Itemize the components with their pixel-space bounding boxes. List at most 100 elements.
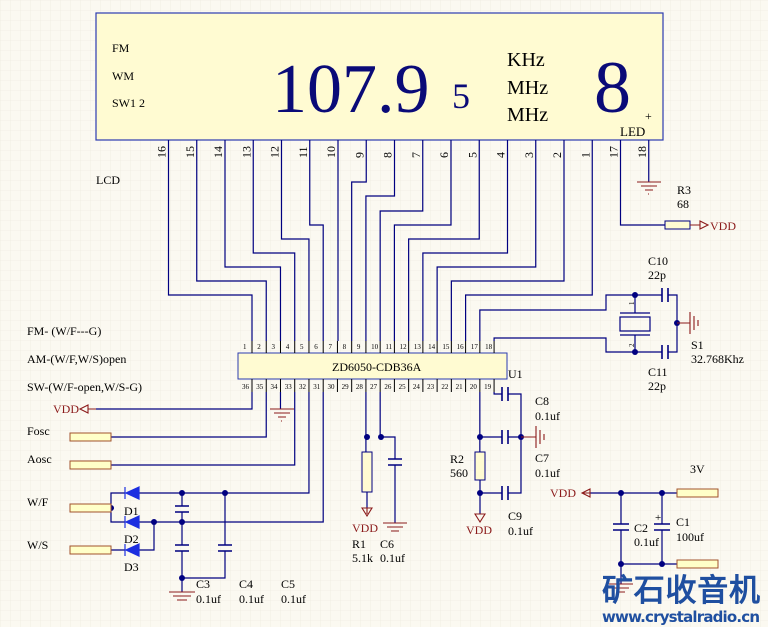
- junction: [477, 434, 483, 440]
- crystal-s1: 1 2: [619, 301, 651, 347]
- lcd-pin-label: 13: [239, 146, 253, 158]
- chip-pin-label: 12: [400, 343, 408, 351]
- chip-pin-label: 1: [243, 343, 247, 351]
- wire: [167, 140, 253, 341]
- chip-pin-label: 10: [371, 343, 379, 351]
- wires: [96, 140, 680, 593]
- lcd-mode-sw: SW1 2: [112, 96, 145, 110]
- wf-connector[interactable]: [69, 503, 112, 513]
- ground-c7: [521, 426, 545, 448]
- chip-pin-label: 22: [441, 383, 449, 391]
- wire: [110, 492, 155, 551]
- resistor-r3: [664, 220, 691, 230]
- ground-c6: [383, 522, 407, 532]
- aosc-connector[interactable]: [69, 460, 112, 470]
- chip-body: [237, 352, 508, 380]
- ground-led: [637, 181, 661, 195]
- wire: [450, 140, 565, 341]
- d2-ref: D2: [124, 532, 139, 546]
- c9-value: 0.1uf: [508, 524, 533, 538]
- r1-value: 5.1k: [352, 551, 373, 565]
- junction: [618, 490, 624, 496]
- capacitor-c10-c11: [661, 288, 669, 359]
- wire: [479, 392, 522, 514]
- wire: [479, 294, 662, 341]
- chip-pin-label: 35: [256, 383, 264, 391]
- wire: [493, 392, 502, 395]
- note-fm: FM- (W/F---G): [27, 324, 101, 338]
- resistor-r2: [474, 451, 486, 481]
- vdd-label-power: VDD: [550, 486, 576, 500]
- wire: [619, 140, 665, 226]
- lcd-pin-label: 2: [550, 152, 564, 158]
- wire: [111, 392, 267, 438]
- junction: [179, 575, 185, 581]
- ws-connector[interactable]: [69, 545, 112, 555]
- wire: [379, 392, 396, 523]
- chip-pin-label: 19: [484, 383, 492, 391]
- c10-value: 22p: [648, 268, 666, 282]
- lcd-mode-fm: FM: [112, 41, 130, 55]
- c8-value: 0.1uf: [535, 409, 560, 423]
- chip-pin-label: 6: [314, 343, 318, 351]
- junction: [179, 490, 185, 496]
- wire: [181, 493, 226, 579]
- wire: [96, 392, 253, 410]
- lcd-designator: LCD: [96, 173, 120, 187]
- r3-value: 68: [677, 197, 689, 211]
- wire: [393, 140, 452, 341]
- wf-label: W/F: [27, 495, 49, 509]
- power-connector-positive[interactable]: [676, 488, 719, 498]
- c4-ref: C4: [239, 577, 253, 591]
- junction: [632, 349, 638, 355]
- chip-pin-label: 21: [456, 383, 464, 391]
- wire: [224, 140, 282, 341]
- junction: [151, 519, 157, 525]
- chip-pin-label: 27: [370, 383, 378, 391]
- power-connector-negative[interactable]: [676, 559, 719, 569]
- chip-pin-label: 9: [357, 343, 361, 351]
- c7-value: 0.1uf: [535, 466, 560, 480]
- wire: [139, 392, 324, 523]
- wire: [309, 140, 324, 341]
- lcd-frequency: 107.9: [272, 51, 430, 128]
- chip-pin-label: 18: [485, 343, 493, 351]
- fosc-connector[interactable]: [69, 432, 112, 442]
- wire: [280, 140, 310, 341]
- chip-pin-label: 29: [342, 383, 350, 391]
- vdd-label-r2: VDD: [466, 523, 492, 537]
- junction: [659, 490, 665, 496]
- ws-label: W/S: [27, 538, 48, 552]
- wire: [365, 392, 368, 508]
- lcd-pin-label: 6: [437, 152, 451, 158]
- vdd-arrow-power: [580, 488, 591, 498]
- chip-pin-label: 15: [442, 343, 450, 351]
- wire: [436, 140, 537, 341]
- lcd-pin-label: 12: [268, 146, 282, 158]
- chip-u1: ZD6050-CDB36A U1: [237, 352, 523, 381]
- r3-ref: R3: [677, 183, 691, 197]
- wire: [408, 140, 480, 341]
- chip-pin-label: 34: [270, 383, 278, 391]
- lcd-display: FM WM SW1 2 107.9 5 KHz MHz MHz 8 + LED: [95, 12, 664, 141]
- lcd-pin-label: 1: [578, 152, 592, 158]
- c1-polarity: +: [655, 512, 661, 524]
- chip-pin-label: 20: [470, 383, 478, 391]
- d3-ref: D3: [124, 560, 139, 574]
- wire: [590, 492, 677, 584]
- lcd-mode-wm: WM: [112, 69, 134, 83]
- chip-designator: U1: [508, 367, 523, 381]
- lcd-sub-digit: 5: [452, 76, 470, 116]
- c7-ref: C7: [535, 451, 549, 465]
- junction: [632, 292, 638, 298]
- c2-value: 0.1uf: [634, 535, 659, 549]
- c11-ref: C11: [648, 365, 668, 379]
- wire: [252, 140, 296, 341]
- chip-pin-label: 26: [384, 383, 392, 391]
- junction: [364, 434, 370, 440]
- c10-ref: C10: [648, 254, 668, 268]
- capacitors-c1-c2: [613, 523, 670, 531]
- c11-value: 22p: [648, 379, 666, 393]
- vdd-arrow-r2: [474, 513, 486, 524]
- lcd-pin-label: 15: [183, 146, 197, 158]
